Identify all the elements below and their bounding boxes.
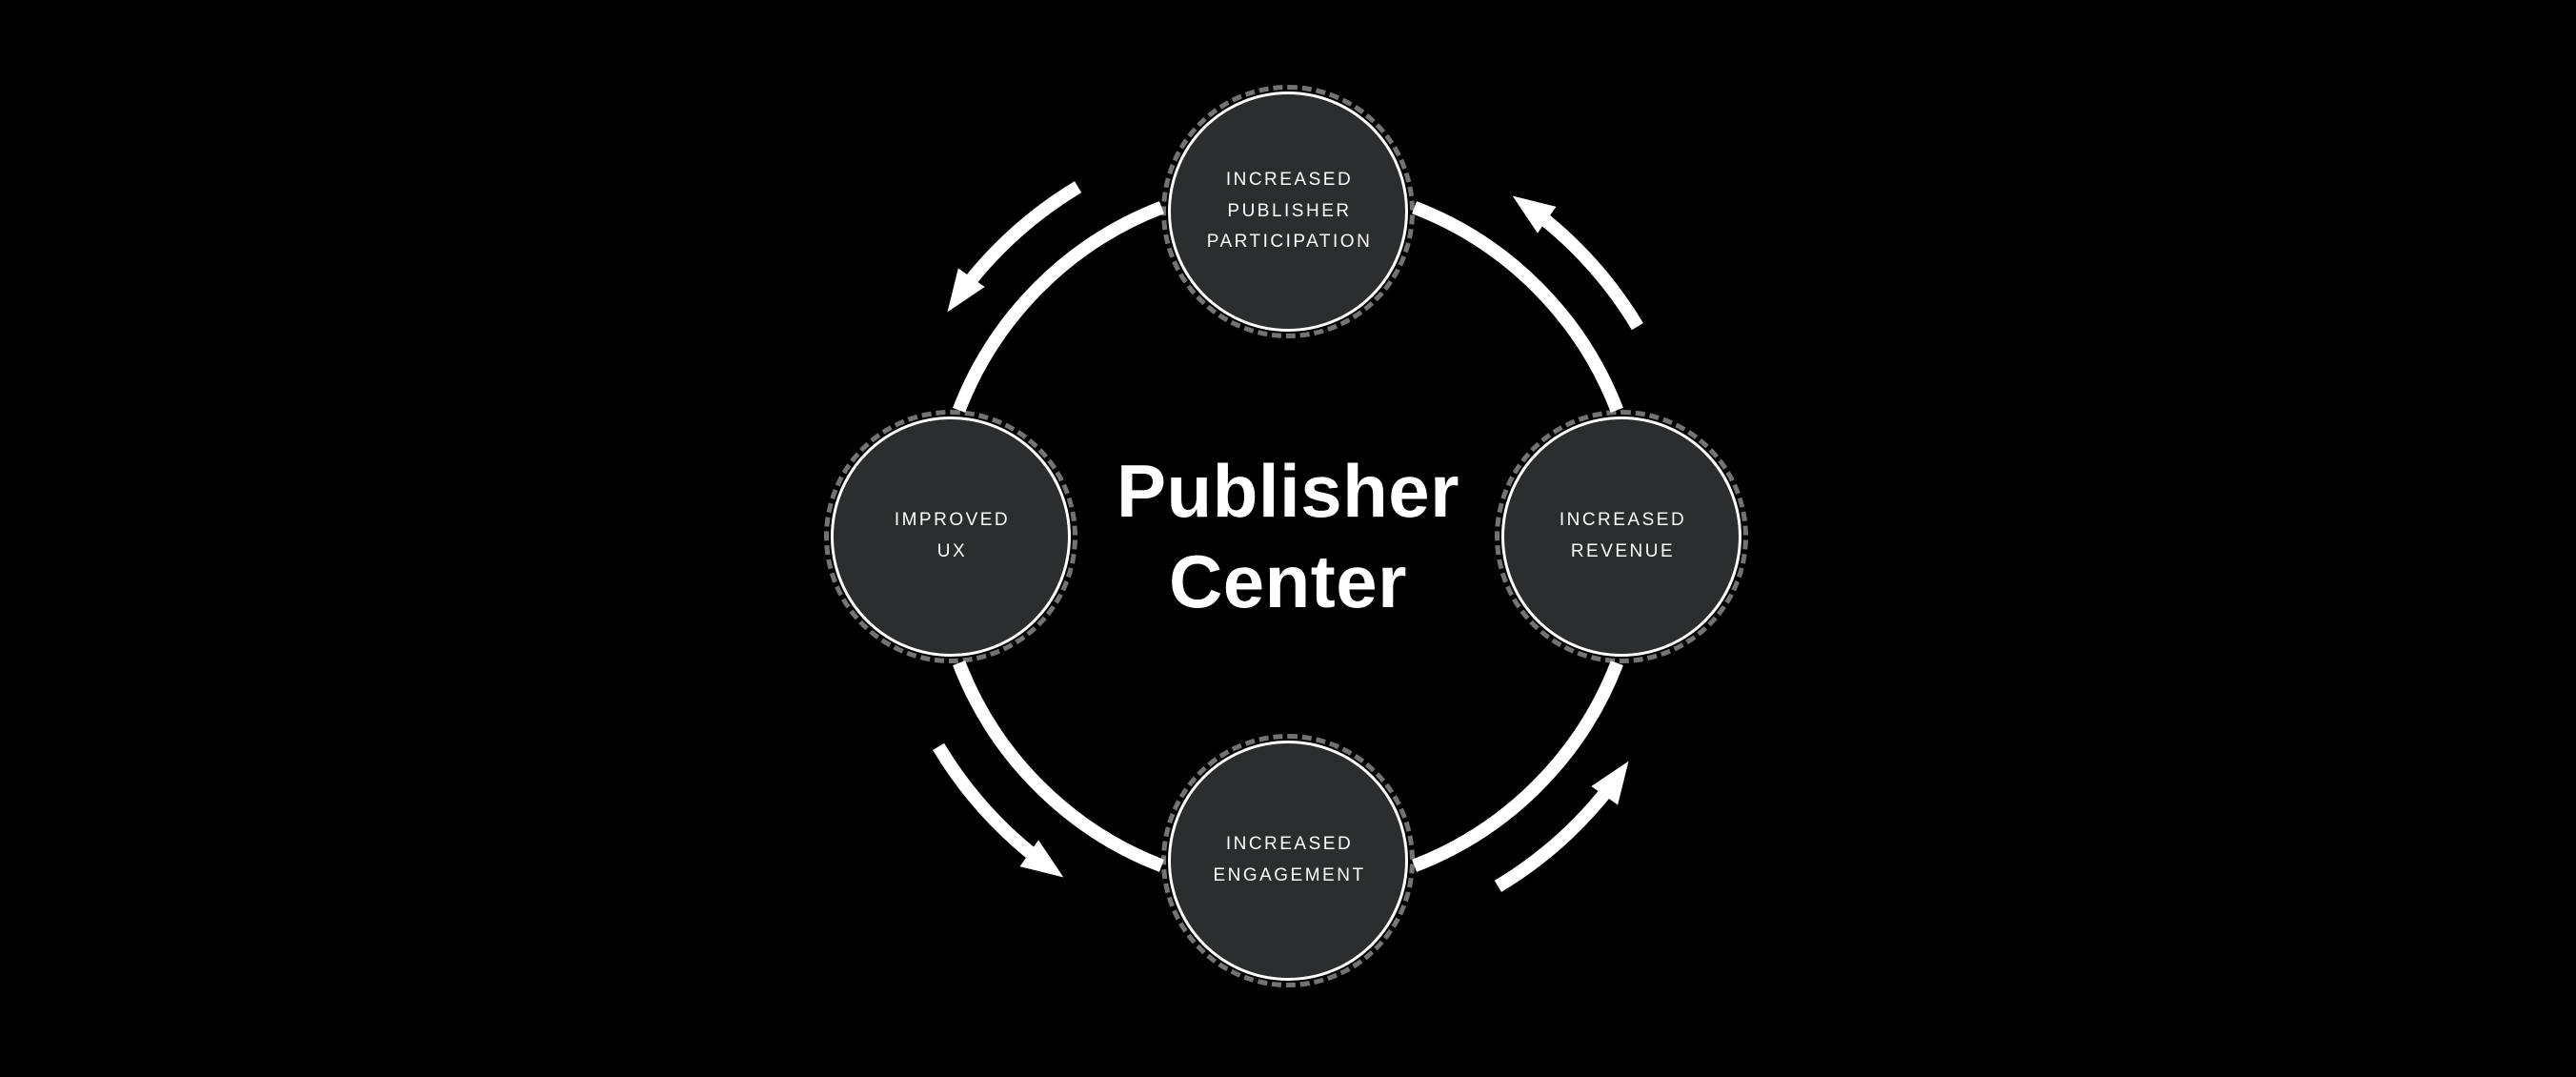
arc-bottom-to-right-inner (1412, 660, 1623, 872)
arrowhead-right-to-top (1512, 195, 1557, 234)
arrowhead-bottom-to-right (1591, 761, 1629, 805)
arc-left-to-bottom-outer (933, 742, 1041, 864)
arc-top-to-left-inner (953, 201, 1164, 413)
arc-top-to-left-outer (961, 181, 1082, 290)
diagram-title: Publisher Center (1117, 449, 1459, 624)
arrowhead-left-to-bottom (1019, 840, 1064, 878)
arc-bottom-to-right-outer (1494, 783, 1615, 892)
arrowhead-top-to-left (947, 268, 985, 313)
arc-right-to-top-outer (1535, 210, 1643, 331)
arc-right-to-top-inner (1412, 201, 1623, 413)
node-increased-engagement: INCREASED ENGAGEMENT (1161, 734, 1415, 987)
node-label-right: INCREASED REVENUE (1559, 510, 1687, 561)
node-increased-publisher-participation: INCREASED PUBLISHER PARTICIPATION (1161, 85, 1415, 338)
node-increased-revenue: INCREASED REVENUE (1495, 410, 1748, 663)
node-label-left: IMPROVED UX (894, 510, 1011, 561)
node-label-top: INCREASED PUBLISHER PARTICIPATION (1206, 169, 1373, 253)
node-improved-ux: IMPROVED UX (824, 410, 1077, 663)
arc-left-to-bottom-inner (953, 660, 1164, 872)
node-label-bottom: INCREASED ENGAGEMENT (1213, 834, 1366, 885)
